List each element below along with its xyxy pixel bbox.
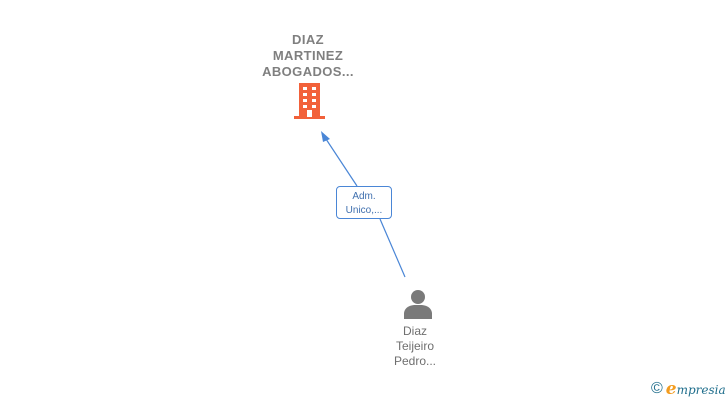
role-line-1: Adm. bbox=[352, 191, 376, 202]
person-name-line-3: Pedro... bbox=[393, 354, 437, 368]
person-name-line-1: Diaz bbox=[402, 324, 427, 338]
relation-line-upper bbox=[323, 135, 358, 187]
relation-arrowhead bbox=[321, 131, 330, 142]
copyright-icon: © bbox=[651, 380, 663, 397]
empresia-logo[interactable]: e mpresia bbox=[666, 379, 726, 399]
role-line-2: Unico,... bbox=[345, 205, 383, 216]
brand-watermark: © e mpresia bbox=[651, 379, 726, 399]
person-name-line-2: Teijeiro bbox=[395, 339, 434, 353]
person-icon[interactable] bbox=[403, 289, 433, 319]
logo-text: mpresia bbox=[676, 383, 726, 397]
company-node-label[interactable]: DIAZ MARTINEZ ABOGADOS... bbox=[248, 32, 368, 80]
logo-initial: e bbox=[665, 379, 677, 399]
relation-line-lower bbox=[379, 218, 406, 278]
company-name-line-1: DIAZ bbox=[292, 32, 324, 47]
company-name-line-3: ABOGADOS... bbox=[262, 64, 354, 79]
person-node-label[interactable]: Diaz Teijeiro Pedro... bbox=[370, 324, 460, 369]
company-name-line-2: MARTINEZ bbox=[272, 48, 344, 63]
building-icon[interactable] bbox=[293, 83, 326, 119]
relation-role-label[interactable]: Adm. Unico,... bbox=[336, 186, 392, 219]
